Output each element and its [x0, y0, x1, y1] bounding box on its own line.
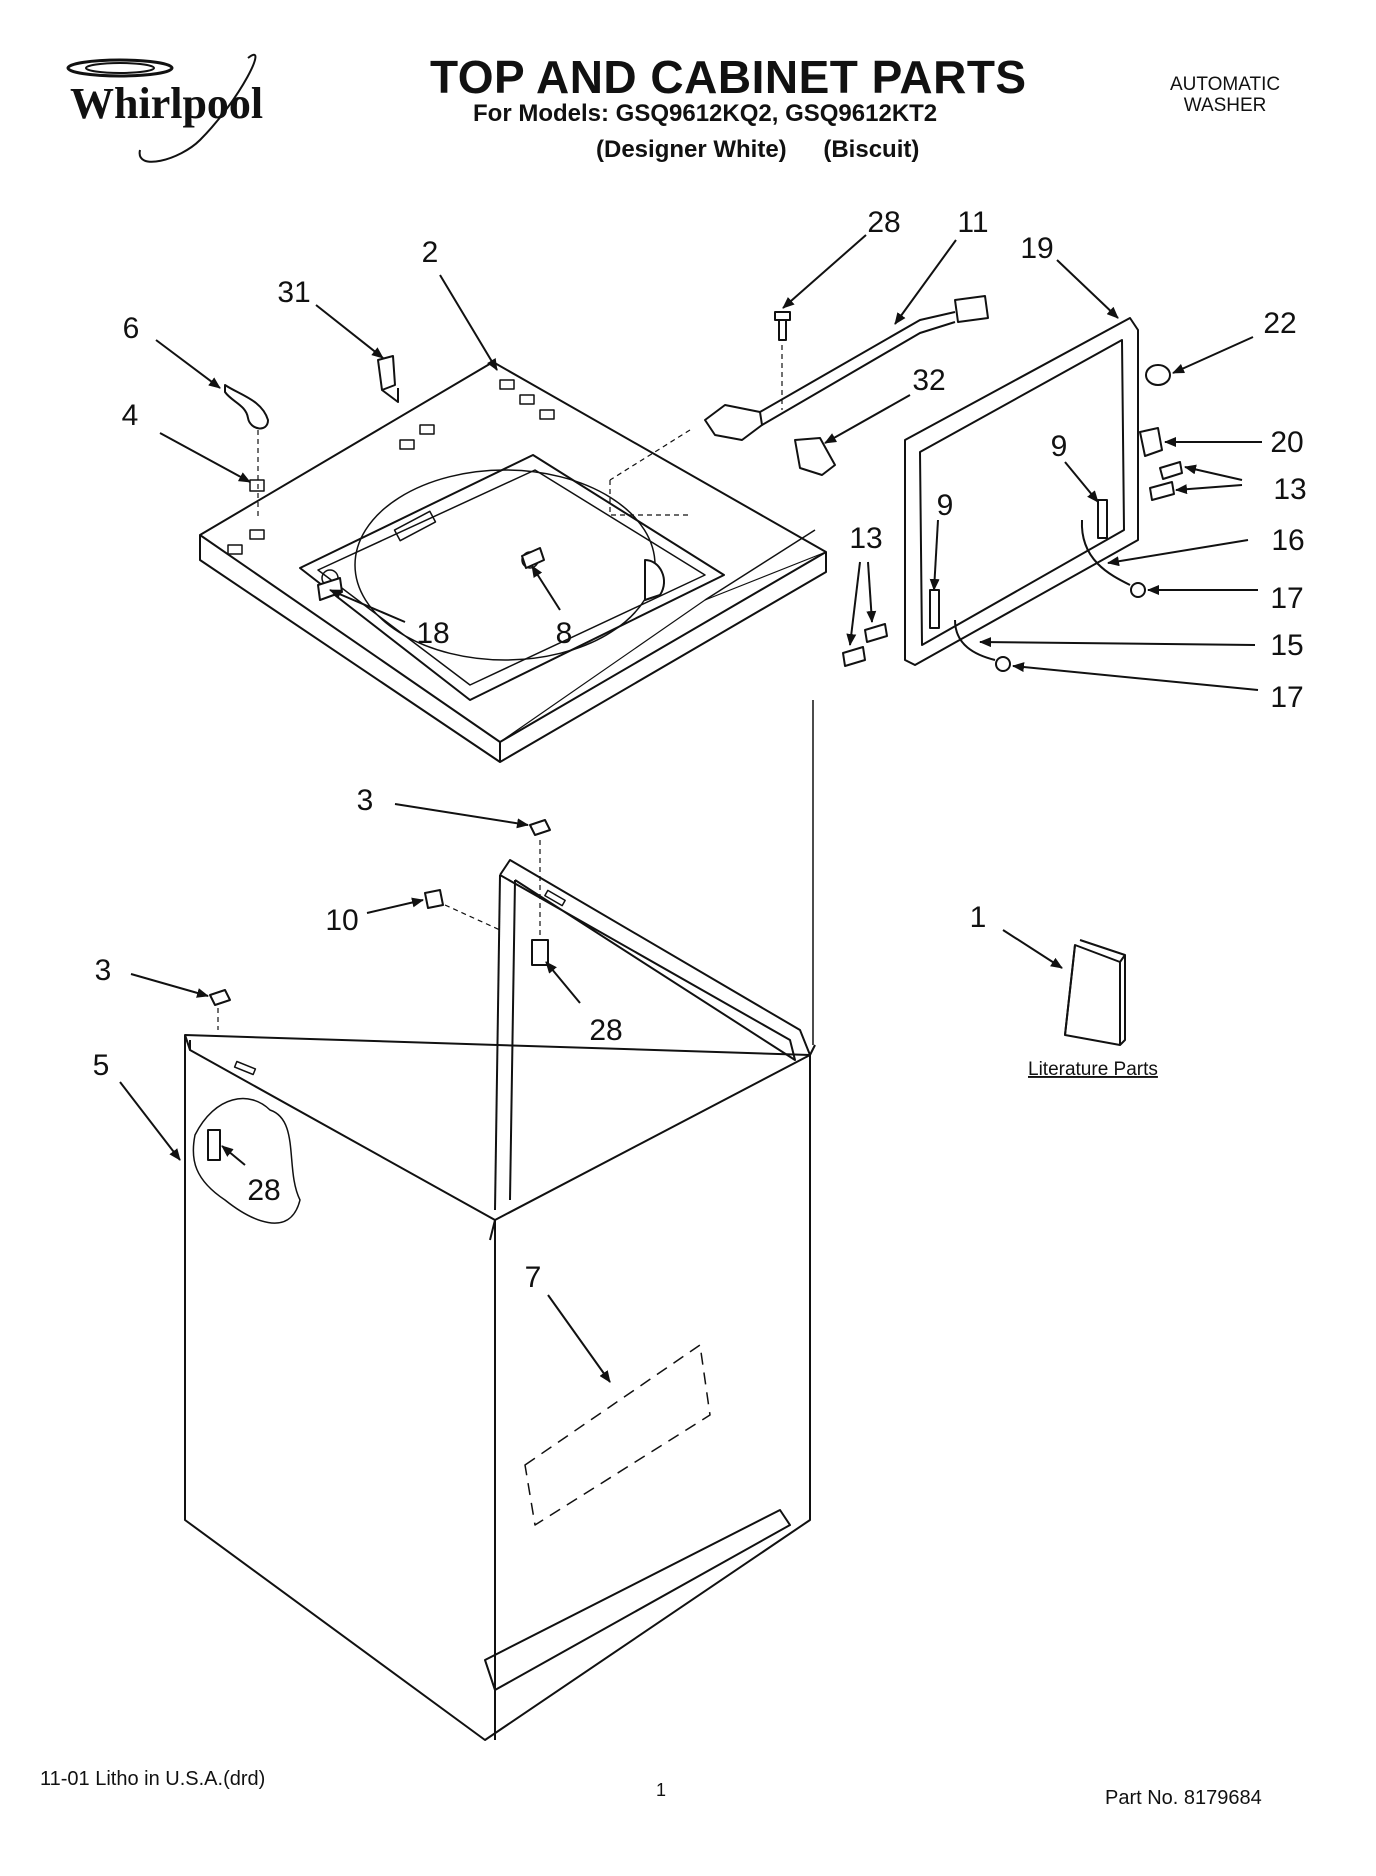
- leader-arrow-5: [119, 1081, 181, 1161]
- callout-22: 22: [1263, 307, 1296, 340]
- leader-arrow-1: [1002, 929, 1063, 969]
- callout-9-right: 9: [1051, 430, 1068, 463]
- leader-arrow-28-lower: [221, 1145, 246, 1166]
- cap-part-17-lower: [995, 656, 1011, 672]
- leader-arrow-3-upper: [394, 803, 529, 829]
- page-number: 1: [656, 1780, 667, 1800]
- leader-arrow-18: [329, 589, 406, 623]
- callout-18: 18: [416, 617, 449, 650]
- leader-arrow-13-right-a: [1184, 464, 1243, 481]
- print-info: 11-01 Litho in U.S.A.(drd): [40, 1768, 266, 1790]
- callout-13-right: 13: [1273, 473, 1306, 506]
- whirlpool-logo: Whirlpool: [66, 53, 263, 163]
- callout-10: 10: [325, 904, 358, 937]
- leader-arrow-31: [315, 304, 384, 359]
- appliance-type-line2: WASHER: [1183, 95, 1267, 116]
- nut-part-4: [249, 479, 265, 492]
- lid-part-19: [904, 317, 1139, 666]
- leader-arrow-32: [824, 394, 911, 444]
- leader-arrow-16: [1107, 539, 1249, 567]
- callout-15: 15: [1270, 629, 1303, 662]
- callout-20: 20: [1270, 426, 1303, 459]
- screw-part-13-left-b: [842, 646, 866, 667]
- callout-1: 1: [970, 901, 987, 934]
- screw-part-8: [521, 547, 545, 569]
- callout-31: 31: [277, 276, 310, 309]
- callout-17-upper: 17: [1270, 582, 1303, 615]
- cap-part-17-upper: [1130, 582, 1146, 598]
- hinge-part-9-left: [929, 589, 940, 629]
- appliance-type-line1: AUTOMATIC: [1170, 74, 1281, 95]
- screw-part-28-middle: [531, 939, 549, 966]
- variant-designer-white: (Designer White): [596, 136, 787, 163]
- callout-32: 32: [912, 364, 945, 397]
- clip-part-20: [1139, 427, 1163, 457]
- button-part-32: [794, 437, 836, 476]
- bumper-part-22: [1145, 364, 1171, 386]
- leader-arrow-9-right: [1064, 461, 1099, 503]
- callout-2: 2: [422, 236, 439, 269]
- callout-5: 5: [93, 1049, 110, 1082]
- rod-part-15: [954, 619, 996, 661]
- page-title: TOP AND CABINET PARTS: [430, 51, 1027, 103]
- leader-arrow-19: [1056, 259, 1119, 319]
- callout-9-left: 9: [937, 489, 954, 522]
- clip-part-3-lower: [209, 989, 231, 1006]
- leader-arrow-22: [1172, 336, 1254, 374]
- callout-28-lower: 28: [247, 1174, 280, 1207]
- leader-arrow-10: [366, 897, 424, 914]
- callout-13-left: 13: [849, 522, 882, 555]
- leader-arrow-7: [547, 1294, 611, 1383]
- bracket-part-31: [377, 355, 399, 403]
- screw-part-10: [424, 889, 444, 909]
- callout-28-top: 28: [867, 206, 900, 239]
- leader-arrow-13-left-a: [866, 561, 877, 623]
- variant-biscuit: (Biscuit): [823, 136, 920, 163]
- color-variants: (Designer White) (Biscuit): [596, 136, 949, 164]
- leader-arrow-13-right-b: [1175, 484, 1243, 495]
- rod-part-16: [1080, 519, 1131, 586]
- clip-part-3-upper: [529, 819, 551, 836]
- callout-3-lower: 3: [95, 954, 112, 987]
- leader-arrow-4: [159, 432, 251, 483]
- callout-28-middle: 28: [589, 1014, 622, 1047]
- part-number: Part No. 8179684: [1105, 1787, 1262, 1809]
- leader-arrow-28-middle: [545, 961, 581, 1004]
- washer-top-part: [199, 361, 827, 763]
- model-numbers: For Models: GSQ9612KQ2, GSQ9612KT2: [473, 100, 938, 127]
- clip-part-6: [224, 384, 269, 430]
- leader-arrow-3-lower: [130, 973, 209, 998]
- leader-arrow-9-left: [929, 519, 940, 591]
- callout-3-upper: 3: [357, 784, 374, 817]
- callout-7: 7: [525, 1261, 542, 1294]
- callout-4: 4: [122, 399, 139, 432]
- leader-arrow-6: [155, 339, 221, 389]
- screw-part-28-lower: [207, 1129, 221, 1161]
- cabinet-part-5: [184, 700, 816, 1741]
- callout-11: 11: [957, 206, 988, 239]
- callout-17-lower: 17: [1270, 681, 1303, 714]
- leader-arrow-2: [439, 274, 498, 371]
- leader-arrow-17-lower: [1012, 662, 1259, 691]
- screw-part-13-right-b: [1149, 481, 1175, 501]
- appliance-type: AUTOMATIC WASHER: [1170, 74, 1280, 116]
- leader-arrow-13-left-b: [846, 561, 861, 646]
- callout-19: 19: [1020, 232, 1053, 265]
- leader-arrow-8: [531, 565, 561, 611]
- callout-16: 16: [1271, 524, 1304, 557]
- screw-part-28-top: [774, 311, 791, 341]
- callout-8: 8: [556, 617, 573, 650]
- screw-part-13-left-a: [864, 623, 888, 643]
- leader-arrow-15: [979, 637, 1256, 648]
- leader-arrow-11: [894, 239, 957, 325]
- literature-part-1: [1064, 939, 1126, 1046]
- whirlpool-logo-text: Whirlpool: [70, 79, 263, 128]
- leader-arrow-28-top: [782, 234, 867, 309]
- callout-6: 6: [123, 312, 140, 345]
- hinge-part-9-right: [1097, 499, 1108, 539]
- screw-part-13-right-a: [1159, 461, 1183, 480]
- literature-parts-label: Literature Parts: [1028, 1059, 1158, 1080]
- lid-switch-harness-part-11: [704, 295, 989, 441]
